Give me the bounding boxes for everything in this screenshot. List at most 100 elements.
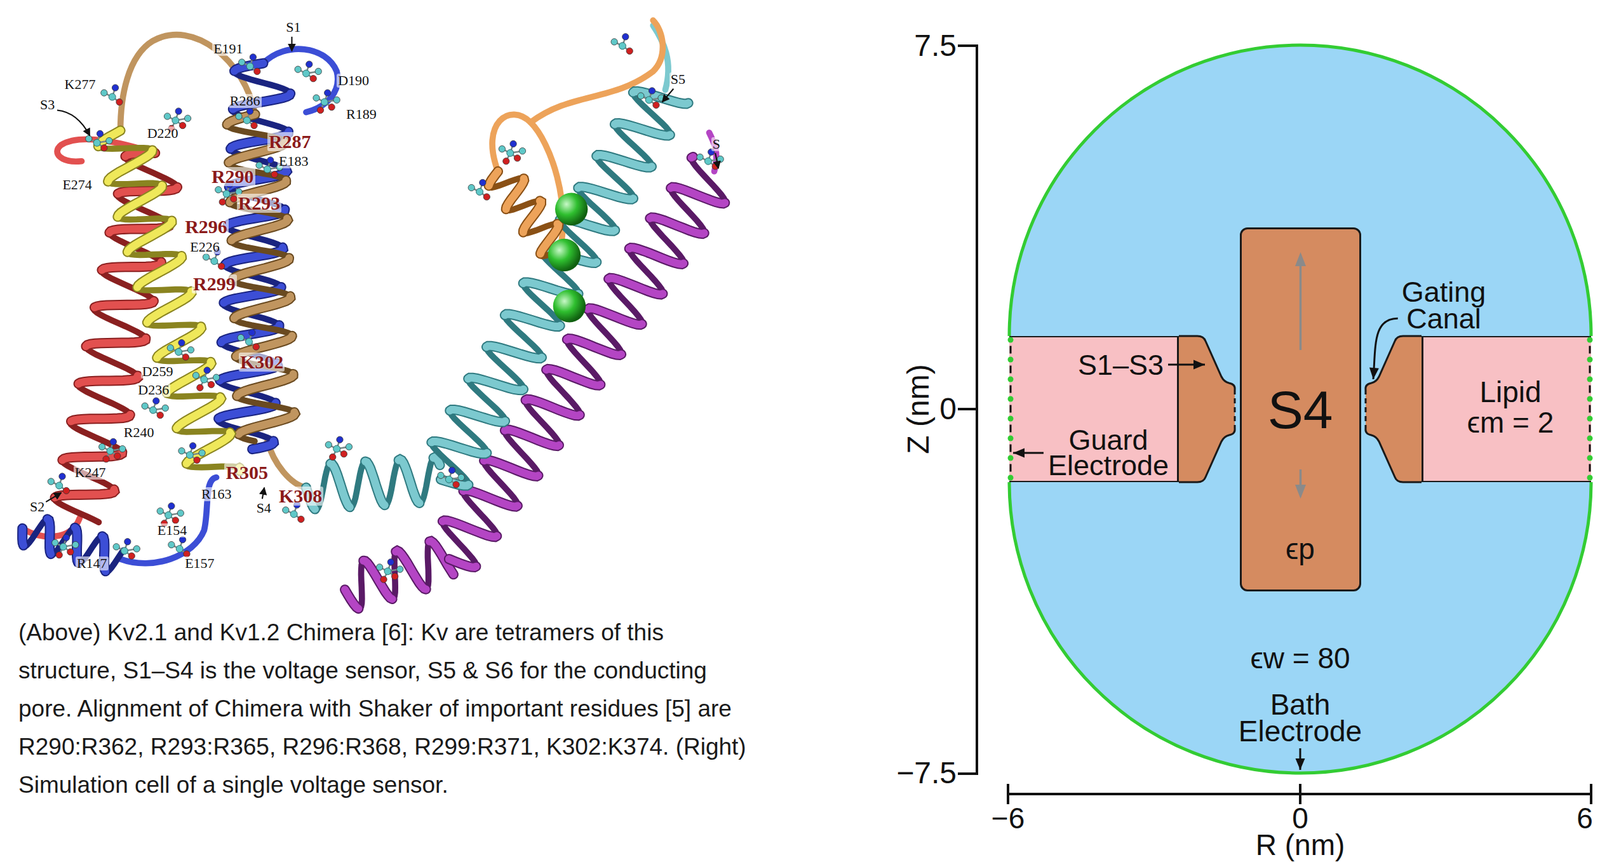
atom-ball xyxy=(184,114,191,122)
helix-ribbon-back xyxy=(62,459,114,490)
text-holder: 0 xyxy=(939,393,957,425)
atom-ball xyxy=(55,551,63,558)
atom-ball xyxy=(336,436,343,443)
axis-tick-label: 7.5 xyxy=(914,30,957,61)
helix-ribbon-back xyxy=(426,541,430,590)
helix-ribbon-front xyxy=(363,560,392,599)
helix-ribbon-back xyxy=(234,71,291,94)
text-holder: 6 xyxy=(1576,803,1594,833)
atom-ball xyxy=(121,547,129,555)
atom-ball xyxy=(141,402,148,410)
text-holder: S1 xyxy=(284,20,302,35)
arrow-head xyxy=(1369,367,1379,380)
atom-ball xyxy=(302,69,310,77)
electrode-dot xyxy=(1587,435,1594,442)
helix-ribbon-edge xyxy=(234,295,291,319)
electrode-dot xyxy=(1587,396,1594,403)
atom-ball xyxy=(437,471,444,479)
helix-ribbon-front xyxy=(463,490,518,507)
atom-ball xyxy=(212,374,220,381)
arrow-head xyxy=(1295,758,1306,770)
atom-ball xyxy=(387,558,394,566)
atom-ball xyxy=(248,329,256,336)
atom-ball xyxy=(696,153,704,161)
residue-label: K247 xyxy=(73,465,108,480)
key-residue-label: R305 xyxy=(224,463,270,483)
atom-ball xyxy=(175,348,183,356)
atom-ball xyxy=(72,541,79,548)
axis-title: R (nm) xyxy=(1255,830,1346,860)
helix-ribbon-back xyxy=(54,497,100,523)
atom-ball xyxy=(717,155,724,162)
helix-ribbon-edge xyxy=(365,461,385,506)
path-element xyxy=(57,109,90,136)
motion-arrow xyxy=(1298,263,1302,350)
helix-ribbon-edge xyxy=(47,518,51,554)
text-holder: R296 xyxy=(183,217,229,237)
atom-ball xyxy=(113,543,120,551)
atom-ball xyxy=(215,186,222,194)
residue-sidechain xyxy=(468,179,490,201)
helix-ribbon-back xyxy=(94,307,147,339)
residue-label: S2 xyxy=(28,499,46,514)
atom-ball xyxy=(59,473,66,480)
part-label: S1–S3 xyxy=(1077,350,1164,380)
atom-ball xyxy=(328,103,335,110)
helix-ribbon-front xyxy=(107,150,153,182)
helix-ribbons xyxy=(22,63,725,610)
atom-ball xyxy=(62,487,70,494)
path-element xyxy=(262,487,265,500)
residue-sidechain xyxy=(167,339,194,361)
helix-ribbon-front xyxy=(236,374,294,397)
atom-ball xyxy=(222,190,230,198)
helix-ribbon-edge xyxy=(101,261,161,270)
text-holder: E183 xyxy=(277,154,310,169)
atom-ball xyxy=(619,42,627,50)
helix-ribbon-edge xyxy=(231,218,288,241)
text-holder: ϵp xyxy=(1285,534,1315,564)
helix-ribbon-front xyxy=(186,432,232,464)
helix-ribbon-front xyxy=(489,171,498,187)
helix-ribbon-edge xyxy=(238,412,295,435)
residue-label: S xyxy=(711,137,722,152)
residue-sidechain xyxy=(156,502,184,527)
atom-ball xyxy=(217,262,225,270)
atom-ball xyxy=(249,53,256,61)
atom-ball xyxy=(254,67,261,75)
residue-label: E226 xyxy=(188,240,221,255)
region-name: Lipid xyxy=(1479,377,1541,407)
helix-ribbon-front xyxy=(395,550,427,589)
helix-ribbon-back xyxy=(85,346,138,376)
helix-ribbon-back xyxy=(234,318,293,337)
residue-label: E274 xyxy=(60,177,93,192)
text-holder: E226 xyxy=(188,240,221,255)
atom-ball xyxy=(267,156,274,164)
text-holder: K302 xyxy=(238,352,285,372)
atom-ball xyxy=(250,121,258,129)
atom-ball xyxy=(324,89,331,96)
electrode-dot xyxy=(1587,376,1594,383)
atom-ball xyxy=(207,381,215,388)
residue-sidechain xyxy=(498,140,526,165)
motion-arrow xyxy=(1298,469,1302,486)
helix-ribbon-front xyxy=(442,520,497,537)
atom-ball xyxy=(376,564,383,571)
key-residue-label: R290 xyxy=(210,167,256,187)
text-holder: −7.5 xyxy=(896,757,957,789)
helix-ribbon-back xyxy=(78,383,131,415)
helix-ribbon-front xyxy=(567,338,622,356)
helix-ribbon-back xyxy=(147,322,202,328)
atom-ball xyxy=(106,137,113,144)
helix-ribbon-front xyxy=(506,178,525,209)
helix-ribbon-front xyxy=(78,375,138,384)
residue-label: R286 xyxy=(228,94,262,108)
atom-ball xyxy=(468,184,475,191)
residue-sidechain xyxy=(85,130,113,152)
helix-ribbon-edge xyxy=(468,377,524,390)
helix-ribbon-front xyxy=(344,589,359,609)
residue-sidechain xyxy=(637,87,665,109)
atom-ball xyxy=(479,179,486,186)
atom-ball xyxy=(100,89,108,96)
helix-ribbon-front xyxy=(71,414,131,422)
key-residue-label: K302 xyxy=(238,352,285,372)
